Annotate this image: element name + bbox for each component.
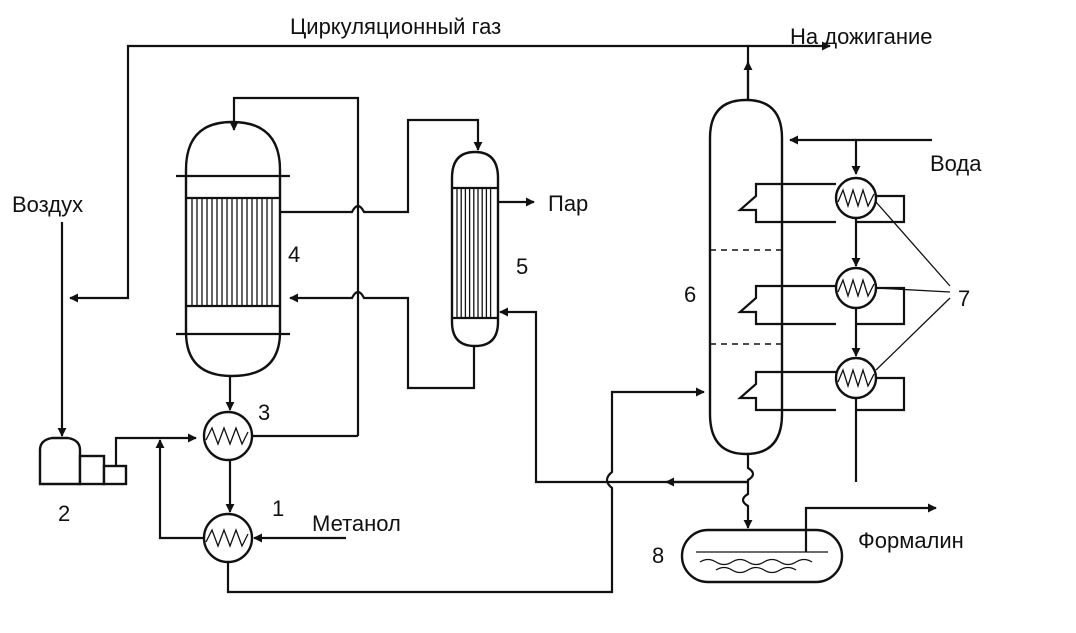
- steam-label: Пар: [548, 191, 588, 216]
- cooler-7-top: [834, 176, 906, 224]
- water-feed-line: [789, 135, 932, 175]
- blower-to-heater-line: [114, 433, 197, 466]
- number-1: 1: [272, 496, 284, 521]
- circulating-gas-line: [69, 41, 831, 303]
- gas-to-absorber-line: [226, 387, 705, 594]
- formalin-label: Формалин: [858, 528, 964, 553]
- cooler-7-bottom: [834, 356, 906, 412]
- boiler-feed-recycle-line: [499, 307, 748, 487]
- number-8: 8: [652, 543, 664, 568]
- methanol-label: Метанол: [312, 511, 401, 536]
- heater-3: [202, 410, 254, 462]
- air-label: Воздух: [12, 192, 83, 217]
- reactor-tube-bundle: [191, 198, 273, 306]
- waste-heat-boiler-5: [450, 150, 500, 348]
- air-blower-2: [38, 436, 128, 486]
- callout-7-leaders: [875, 201, 951, 371]
- formalin-outlet-line: [804, 503, 937, 552]
- number-3: 3: [258, 400, 270, 425]
- reactor-top-inlet-line: [229, 96, 360, 436]
- circulating-gas-label: Циркуляционный газ: [290, 14, 501, 39]
- number-6: 6: [684, 282, 696, 307]
- methanol-vapor-line: [155, 439, 204, 540]
- boiler-tube-bundle: [456, 188, 492, 318]
- column-bottom-outlet: [741, 454, 755, 529]
- water-label: Вода: [930, 151, 982, 176]
- number-4: 4: [288, 242, 300, 267]
- formalin-collector-8: [680, 528, 844, 584]
- number-7: 7: [958, 286, 970, 311]
- coolant-return-line: [289, 290, 476, 390]
- coolant-line-to-boiler: [280, 118, 483, 214]
- number-2: 2: [58, 501, 70, 526]
- evaporator-1: [202, 512, 254, 564]
- burn-off-label: На дожигание: [790, 24, 933, 49]
- number-5: 5: [516, 254, 528, 279]
- contact-reactor-4: [176, 120, 290, 378]
- cooler-7-middle: [834, 266, 906, 326]
- absorption-column-6: [708, 98, 836, 456]
